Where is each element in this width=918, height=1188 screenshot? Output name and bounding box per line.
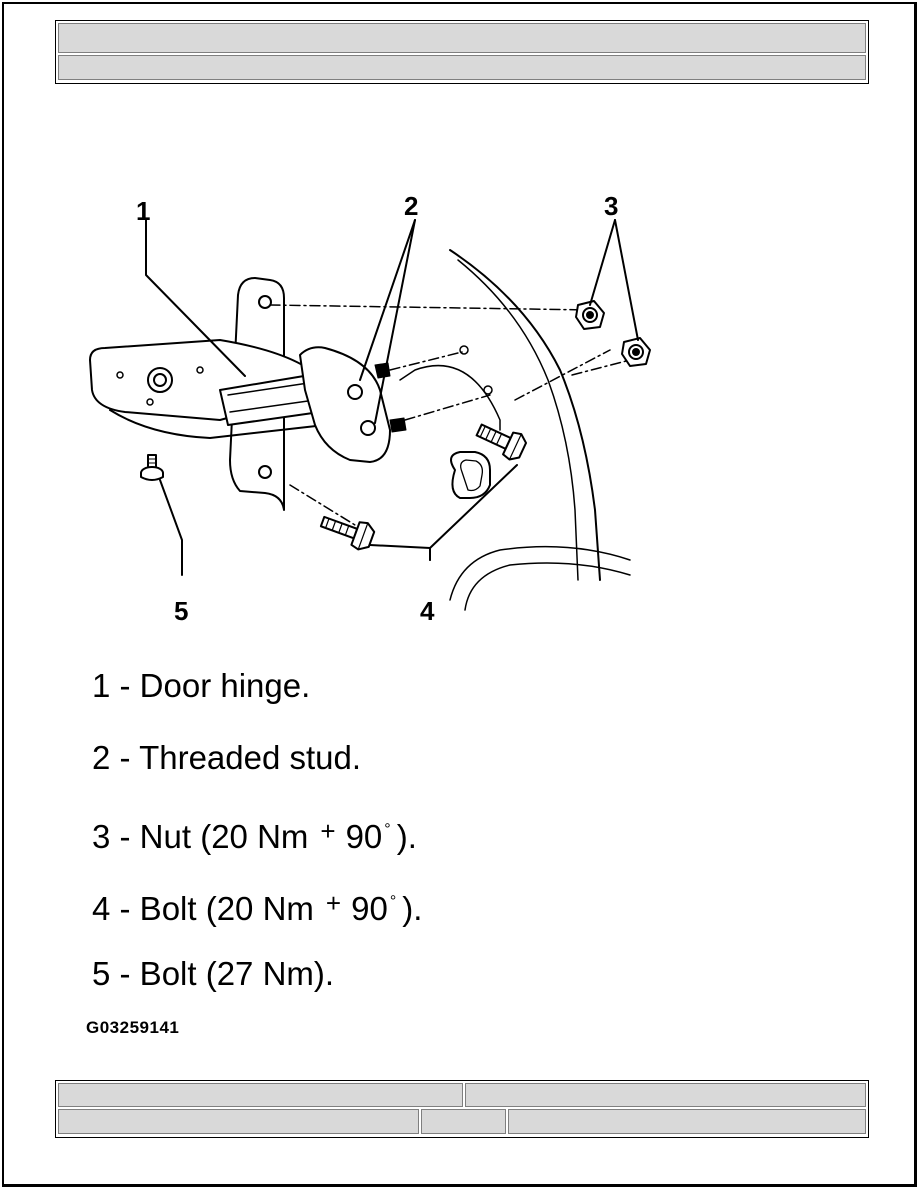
footer-cell [421, 1109, 506, 1134]
footer-cell [58, 1083, 463, 1107]
header-table [55, 20, 869, 84]
callout-2: 2 [404, 191, 418, 221]
alignment-lines [269, 304, 631, 526]
door-hinge-illustration: 1 2 3 4 5 [70, 180, 690, 630]
legend-item-bolt: 5 - Bolt (27 Nm). [92, 956, 792, 992]
footer-table [55, 1080, 869, 1138]
parts-legend: 1 - Door hinge. 2 - Threaded stud. 3 - N… [92, 668, 792, 1028]
legend-text: 1 - Door hinge. [92, 667, 311, 704]
legend-prefix: 3 - Nut (20 Nm [92, 818, 309, 855]
footer-cell [58, 1109, 419, 1134]
nut-pair [575, 300, 651, 367]
legend-text: 5 - Bolt (27 Nm). [92, 955, 335, 992]
hinge-plate [89, 339, 331, 439]
footer-cell [465, 1083, 866, 1107]
callout-5: 5 [174, 596, 188, 626]
footer-cell [508, 1109, 866, 1134]
callout-3: 3 [604, 191, 618, 221]
legend-text: 2 - Threaded stud. [92, 739, 362, 776]
legend-item-threaded-stud: 2 - Threaded stud. [92, 740, 792, 776]
hinge-bracket [299, 346, 407, 463]
callout-4: 4 [420, 596, 435, 626]
legend-item-bolt-torque-angle: 4 - Bolt (20 Nm +90°). [92, 884, 792, 927]
figure-id: G03259141 [86, 1018, 180, 1037]
legend-suffix: ). [402, 890, 423, 927]
leader-lines [145, 219, 639, 576]
callout-1: 1 [136, 196, 150, 226]
degree-sign: ° [389, 893, 397, 910]
legend-item-nut: 3 - Nut (20 Nm +90°). [92, 812, 792, 855]
bolt-pair [319, 423, 528, 551]
legend-suffix: ). [396, 818, 417, 855]
degree-sign: ° [384, 821, 391, 838]
bolt-single [140, 454, 164, 481]
legend-prefix: 4 - Bolt (20 Nm [92, 890, 314, 927]
header-title-row [58, 23, 866, 53]
plus-sign: + [320, 816, 336, 846]
legend-angle: 90 [351, 890, 388, 927]
legend-item-door-hinge: 1 - Door hinge. [92, 668, 792, 704]
plus-sign: + [325, 888, 342, 918]
header-subtitle-row [58, 55, 866, 80]
door-body [399, 249, 631, 611]
legend-angle: 90 [345, 818, 383, 855]
